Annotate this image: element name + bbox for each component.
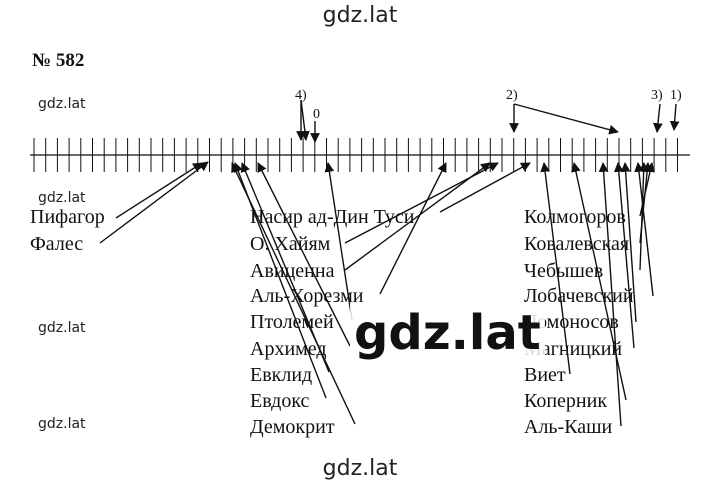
arrow-al-kashi (598, 162, 622, 427)
marker-1: 1) (670, 88, 682, 103)
arrow-pythagoras (115, 162, 203, 219)
arrow-lomonosov (620, 162, 637, 323)
arrow-tusi (439, 162, 531, 213)
name-mid-2: О. Хайям (250, 233, 331, 255)
name-mid-7: Евклид (250, 364, 313, 386)
arrow-chebyshev (638, 162, 649, 271)
watermark-side-3: gdz.lat (38, 320, 86, 336)
marker-2: 2) (506, 88, 518, 103)
watermark-side-1: gdz.lat (38, 96, 86, 112)
name-right-5: Ломоносов (524, 311, 619, 333)
name-mid-5: Птолемей (250, 311, 334, 333)
name-left-2: Фалес (30, 233, 84, 255)
name-right-7: Виет (524, 364, 566, 386)
name-mid-9: Демокрит (250, 416, 335, 438)
name-mid-8: Евдокс (250, 390, 310, 412)
arrow-viete (540, 162, 571, 375)
watermark-center: gdz.lat (350, 304, 545, 362)
marker-4: 4) (295, 88, 307, 103)
marker-3: 3) (651, 88, 663, 103)
arrow-democritus (231, 162, 356, 425)
arrow-khayyam (344, 162, 499, 244)
name-right-6: Магницкий (524, 338, 623, 360)
arrow-lobachevsky (634, 162, 654, 297)
name-right-4: Лобачевский (524, 285, 634, 307)
problem-number: № 582 (32, 50, 85, 71)
name-mid-3: Авиценна (250, 260, 335, 282)
marker-zero: 0 (313, 107, 320, 122)
name-mid-1: Насир ад-Дин Туси (250, 206, 415, 228)
arrow-archimedes (257, 162, 351, 347)
arrow-avicenna (344, 162, 491, 271)
watermark-side-2: gdz.lat (38, 190, 86, 206)
name-mid-4: Аль-Хорезми (250, 285, 364, 307)
marker-3-arrow (653, 103, 663, 133)
name-right-9: Аль-Каши (524, 416, 613, 438)
arrow-ptolemy (324, 162, 353, 321)
marker-2-arrow-2 (513, 103, 619, 135)
name-right-2: Ковалевская (524, 233, 630, 255)
timeline-ticks (33, 138, 678, 172)
watermark-top: gdz.lat (322, 3, 398, 28)
name-right-3: Чебышев (524, 260, 604, 282)
connector-arrows (99, 99, 680, 427)
watermark-bottom: gdz.lat (322, 456, 398, 481)
name-mid-6: Архимед (250, 338, 327, 360)
arrow-khwarizmi (379, 162, 447, 295)
name-left-1: Пифагор (30, 206, 105, 228)
name-right-8: Коперник (524, 390, 608, 412)
arrow-magnitsky (613, 162, 635, 349)
marker-1-arrow (669, 103, 680, 131)
marker-4-arrow-2 (300, 99, 310, 141)
arrow-copernicus (571, 162, 627, 401)
watermark-side-4: gdz.lat (38, 416, 86, 432)
arrow-thales (99, 161, 209, 244)
